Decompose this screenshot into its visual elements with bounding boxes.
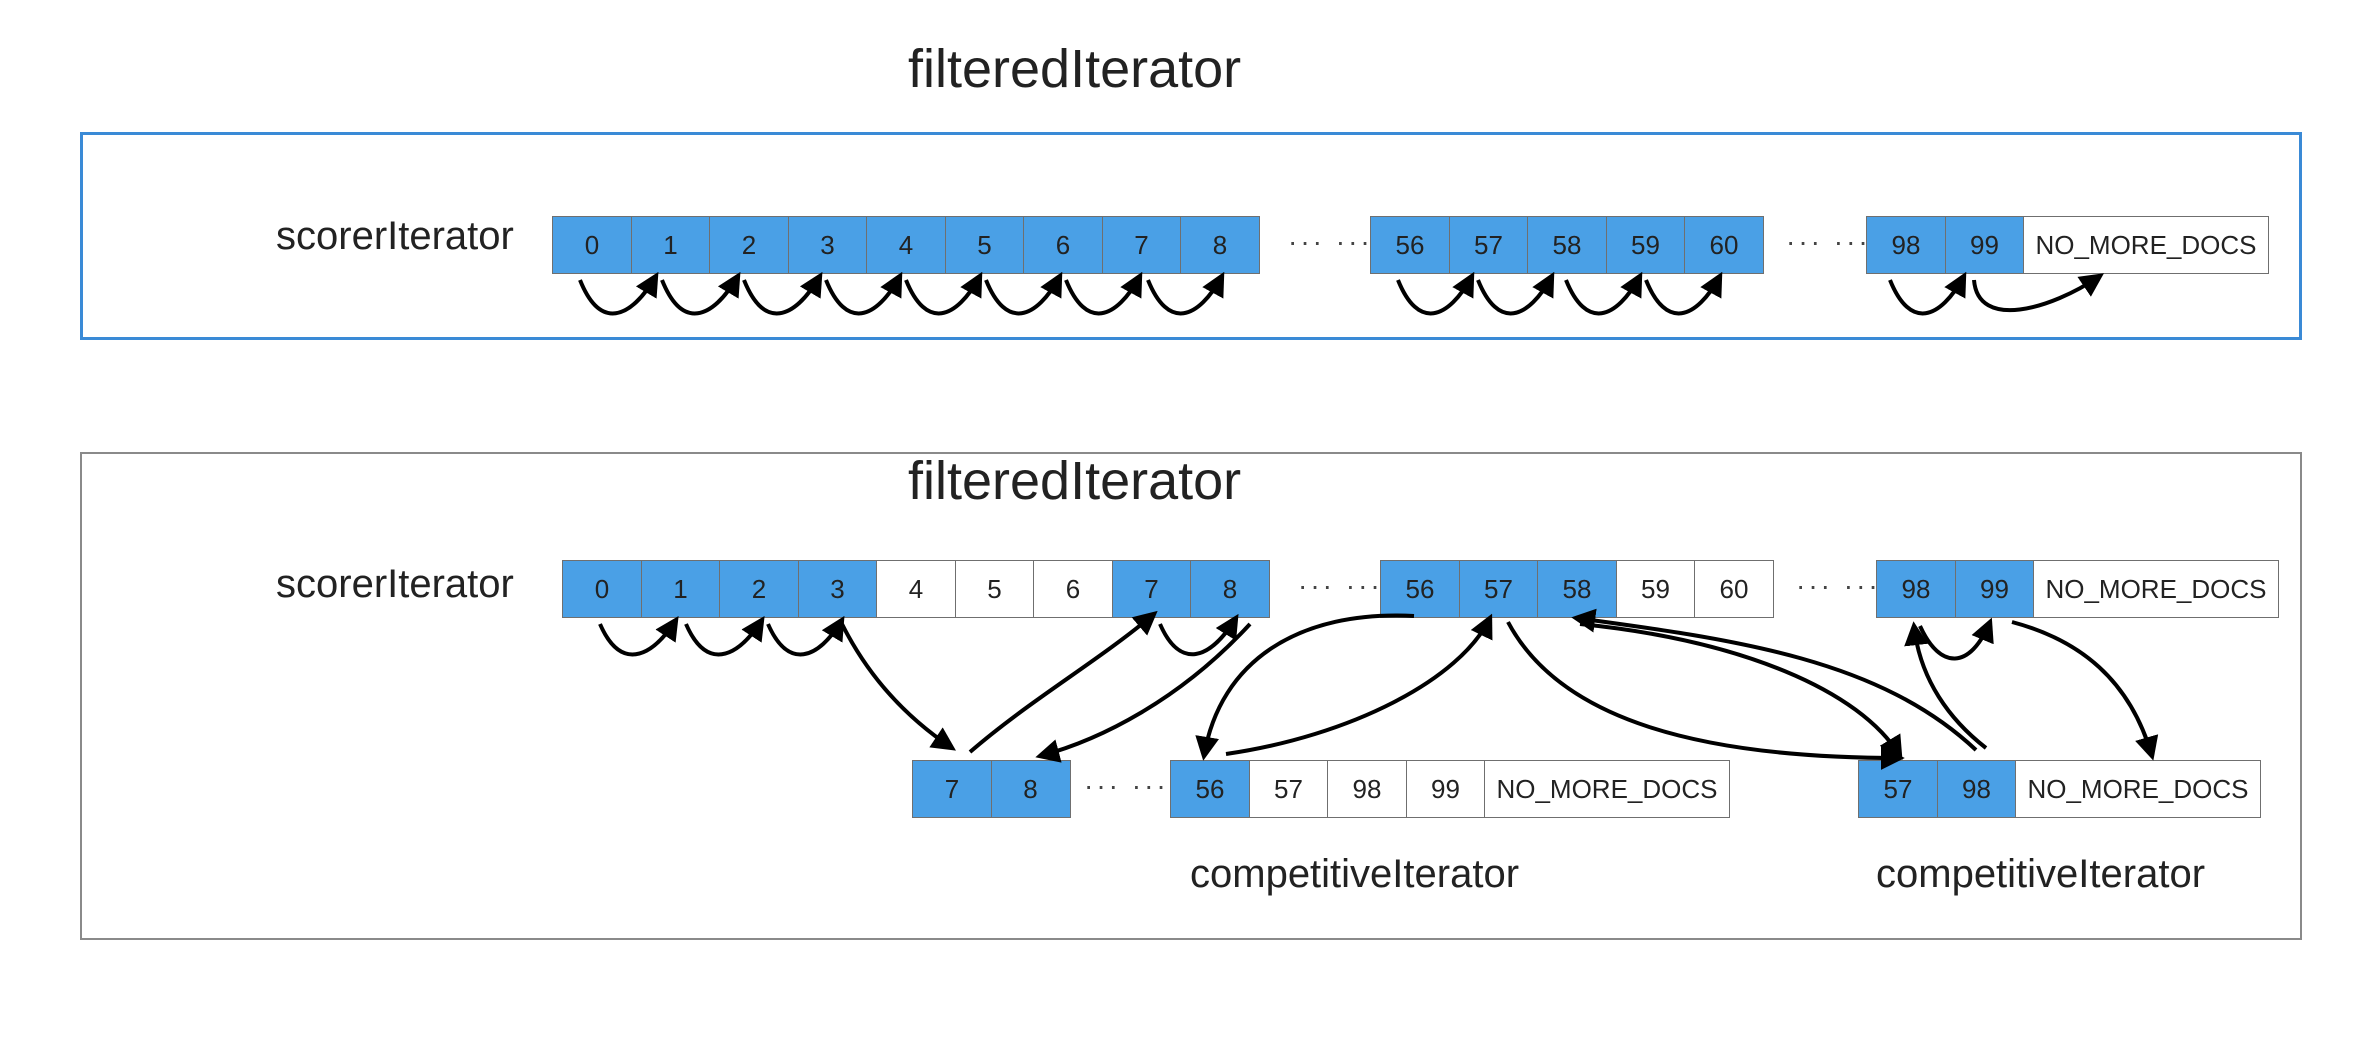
- bottom-scorer-label: scorerIterator: [276, 562, 514, 606]
- bottom-cell-58: 58: [1537, 560, 1617, 618]
- competitive-left-cell-99: 99: [1405, 760, 1486, 818]
- bottom-ellipsis-1: ··· ···: [1298, 570, 1383, 601]
- bottom-hop-arrow: [684, 615, 765, 657]
- top-hop-arrow: [578, 271, 659, 316]
- top-hop-arrow: [984, 271, 1063, 316]
- top-hop-arrow: [1476, 271, 1555, 316]
- competitive-left-cell-no-more-docs: NO_MORE_DOCS: [1484, 760, 1730, 818]
- competitive-right-label: competitiveIterator: [1876, 852, 2206, 896]
- top-cell-56: 56: [1370, 216, 1450, 274]
- bottom-panel-frame: [80, 452, 2302, 940]
- competitive-left-ellipsis: ··· ···: [1084, 770, 1169, 801]
- top-cell-59: 59: [1605, 216, 1686, 274]
- top-cell-7: 7: [1101, 216, 1182, 274]
- bottom-cell-0: 0: [562, 560, 642, 618]
- bottom-cell-99: 99: [1954, 560, 2035, 618]
- top-ellipsis-1: ··· ···: [1288, 226, 1373, 257]
- bottom-cell-60: 60: [1694, 560, 1774, 618]
- top-hop-arrow: [742, 271, 823, 316]
- competitive-left-cell-56: 56: [1170, 760, 1250, 818]
- top-cell-60: 60: [1684, 216, 1764, 274]
- top-hop-arrow: [1396, 271, 1475, 316]
- bottom-ellipsis-2: ··· ···: [1796, 570, 1881, 601]
- bottom-cell-no-more-docs: NO_MORE_DOCS: [2033, 560, 2279, 618]
- top-cell-57: 57: [1448, 216, 1529, 274]
- bottom-hop-arrow: [2011, 620, 2159, 761]
- bottom-hop-arrow: [1579, 622, 1903, 761]
- top-cell-99: 99: [1944, 216, 2025, 274]
- top-ellipsis-2: ··· ···: [1786, 226, 1871, 257]
- bottom-cell-98: 98: [1876, 560, 1956, 618]
- competitive-right-cell-57: 57: [1858, 760, 1938, 818]
- top-hop-arrow: [1564, 271, 1643, 316]
- bottom-hop-arrow: [1904, 621, 1988, 750]
- competitive-left-cell-7: 7: [912, 760, 992, 818]
- top-hop-arrow: [1888, 271, 1967, 316]
- bottom-cell-7: 7: [1111, 560, 1192, 618]
- bottom-hop-arrow: [766, 615, 845, 657]
- bottom-hop-arrow: [1506, 621, 1905, 770]
- bottom-hop-arrow: [1158, 613, 1239, 657]
- bottom-hop-arrow: [598, 615, 679, 657]
- bottom-hop-arrow: [840, 623, 956, 751]
- bottom-hop-arrow: [1035, 622, 1252, 763]
- competitive-left-cell-98: 98: [1327, 760, 1407, 818]
- bottom-cell-5: 5: [954, 560, 1035, 618]
- top-title: filteredIterator: [908, 39, 1242, 99]
- bottom-hop-arrow: [1195, 613, 1415, 761]
- bottom-cell-57: 57: [1458, 560, 1539, 618]
- bottom-hop-arrow: [1225, 613, 1493, 756]
- top-hop-arrow: [824, 271, 903, 316]
- competitive-right-cell-no-more-docs: NO_MORE_DOCS: [2015, 760, 2261, 818]
- competitive-right-cell-98: 98: [1936, 760, 2017, 818]
- competitive-left-cell-57: 57: [1248, 760, 1329, 818]
- top-cell-1: 1: [630, 216, 711, 274]
- top-cell-8: 8: [1180, 216, 1260, 274]
- top-hop-arrow: [1064, 271, 1143, 316]
- bottom-cell-8: 8: [1190, 560, 1270, 618]
- top-cell-0: 0: [552, 216, 632, 274]
- bottom-cell-56: 56: [1380, 560, 1460, 618]
- top-cell-no-more-docs: NO_MORE_DOCS: [2023, 216, 2269, 274]
- bottom-hop-arrow: [1918, 617, 1994, 661]
- top-hop-arrow: [660, 271, 741, 316]
- bottom-title: filteredIterator: [908, 451, 1242, 511]
- bottom-hop-arrow: [968, 610, 1158, 754]
- competitive-left-label: competitiveIterator: [1190, 852, 1520, 896]
- bottom-cell-59: 59: [1615, 560, 1696, 618]
- bottom-cell-3: 3: [797, 560, 878, 618]
- top-hop-arrow: [1146, 271, 1225, 316]
- top-cell-4: 4: [866, 216, 946, 274]
- bottom-cell-1: 1: [640, 560, 721, 618]
- top-panel-frame: [80, 132, 2302, 340]
- top-hop-arrow: [1972, 273, 2104, 313]
- bottom-cell-4: 4: [876, 560, 956, 618]
- top-cell-98: 98: [1866, 216, 1946, 274]
- top-hop-arrow: [904, 271, 983, 316]
- bottom-hop-arrow: [1571, 608, 1978, 752]
- bottom-cell-2: 2: [719, 560, 799, 618]
- top-hop-arrow: [1644, 271, 1723, 316]
- top-scorer-label: scorerIterator: [276, 214, 514, 258]
- top-cell-58: 58: [1527, 216, 1607, 274]
- bottom-cell-6: 6: [1033, 560, 1113, 618]
- competitive-left-cell-8: 8: [990, 760, 1071, 818]
